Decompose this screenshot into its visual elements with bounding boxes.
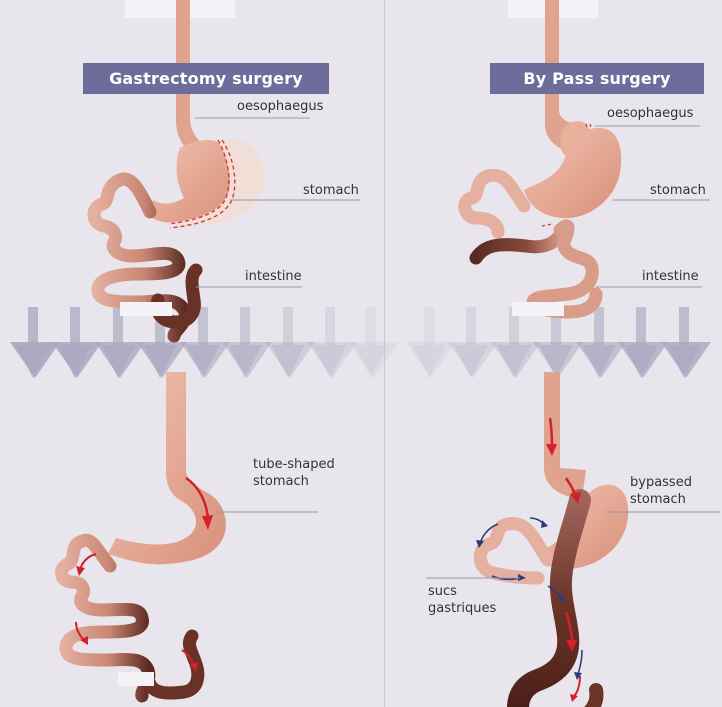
bypassed-line2: stomach <box>630 492 686 507</box>
right-oesophagus-label: oesophaegus <box>607 106 694 121</box>
left-intestine-label: intestine <box>245 269 302 284</box>
sucs-gastriques-label: sucs gastriques <box>428 583 496 617</box>
right-title-banner: By Pass surgery <box>490 63 704 94</box>
left-title-banner: Gastrectomy surgery <box>83 63 329 94</box>
bypassed-stomach-label: bypassed stomach <box>630 474 692 508</box>
gastrectomy-after <box>55 302 318 703</box>
down-arrow-row <box>10 307 711 378</box>
gastrectomy-before <box>87 0 360 343</box>
sucs-line2: gastriques <box>428 601 497 616</box>
right-stomach-label: stomach <box>650 183 706 198</box>
left-stomach-label: stomach <box>303 183 359 198</box>
left-title: Gastrectomy surgery <box>109 69 303 88</box>
tube-shaped-line2: stomach <box>253 474 309 489</box>
tube-shaped-label: tube-shaped stomach <box>253 456 335 490</box>
right-intestine-label: intestine <box>642 269 699 284</box>
tube-shaped-line1: tube-shaped <box>253 457 335 472</box>
sucs-line1: sucs <box>428 584 457 599</box>
right-title: By Pass surgery <box>523 69 671 88</box>
left-oesophagus-label: oesophaegus <box>237 99 324 114</box>
bypass-after <box>426 302 720 707</box>
bypass-before <box>458 0 710 319</box>
bypassed-line1: bypassed <box>630 475 692 490</box>
center-divider <box>384 0 385 707</box>
